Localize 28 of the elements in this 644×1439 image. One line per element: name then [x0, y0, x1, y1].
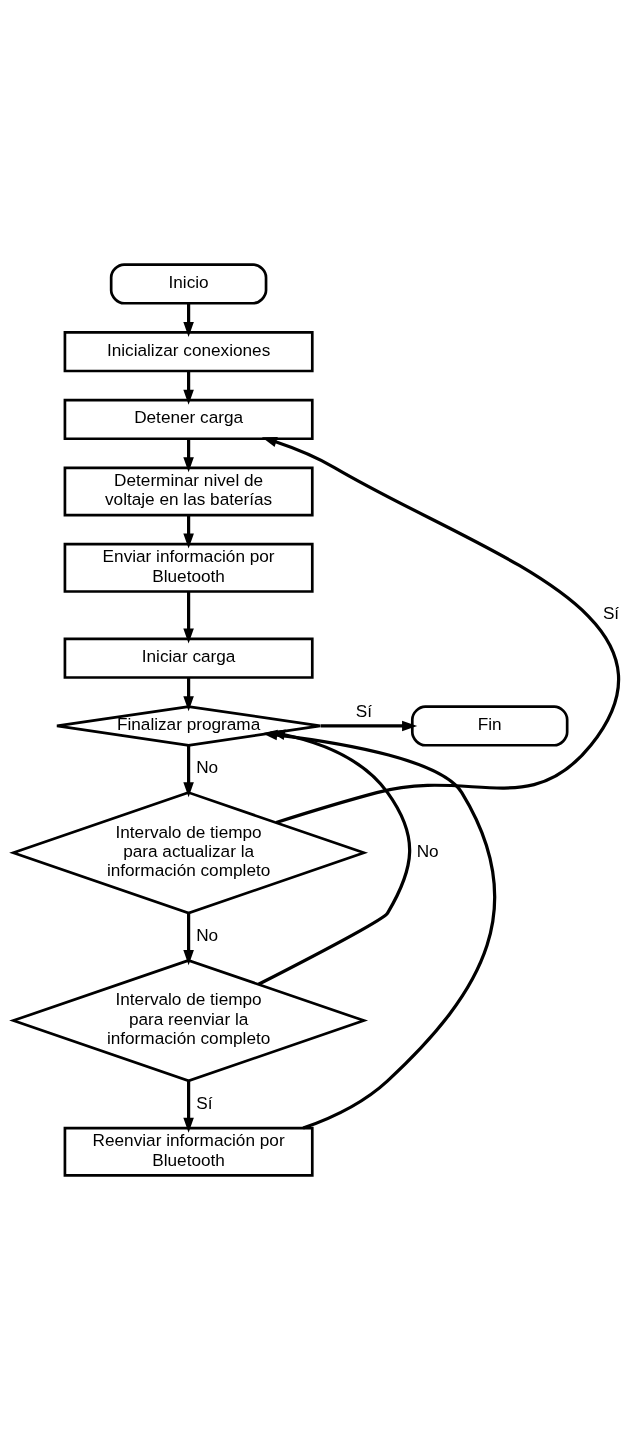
- node-box: Iniciar carga: [63, 636, 314, 679]
- edge-label: No: [195, 756, 218, 777]
- edge-label: Sí: [355, 700, 372, 721]
- arrow: [182, 1080, 194, 1133]
- node-diamond: Intervalo de tiempo para actualizar la información completo: [8, 790, 368, 914]
- node-box: Enviar información por Bluetooth: [63, 542, 314, 593]
- arrow: [182, 514, 194, 549]
- node-box: Fin: [410, 704, 568, 747]
- node-box: Determinar nivel de voltaje en las baterías: [63, 465, 314, 516]
- edge-label: Sí: [602, 602, 619, 623]
- arrow: [182, 744, 194, 797]
- edge-label: No: [195, 924, 218, 945]
- node-diamond: Intervalo de tiempo para reenviar la información completo: [8, 958, 368, 1082]
- arrow: [182, 370, 194, 405]
- edge-label: No: [416, 840, 439, 861]
- arrow: [182, 677, 194, 711]
- edge-label: Sí: [195, 1092, 213, 1113]
- arrow: [182, 303, 194, 337]
- node-box: Detener carga: [63, 398, 314, 440]
- node-box: Inicio: [109, 262, 267, 305]
- node-box: Inicializar conexiones: [63, 330, 314, 372]
- node-box: Reenviar información por Bluetooth: [63, 1126, 314, 1177]
- node-diamond: Finalizar programa: [55, 704, 322, 747]
- arrow: [182, 591, 194, 643]
- arrow: [182, 438, 194, 472]
- arrow: [261, 436, 619, 824]
- arrow: [320, 720, 417, 731]
- arrow: [182, 912, 194, 965]
